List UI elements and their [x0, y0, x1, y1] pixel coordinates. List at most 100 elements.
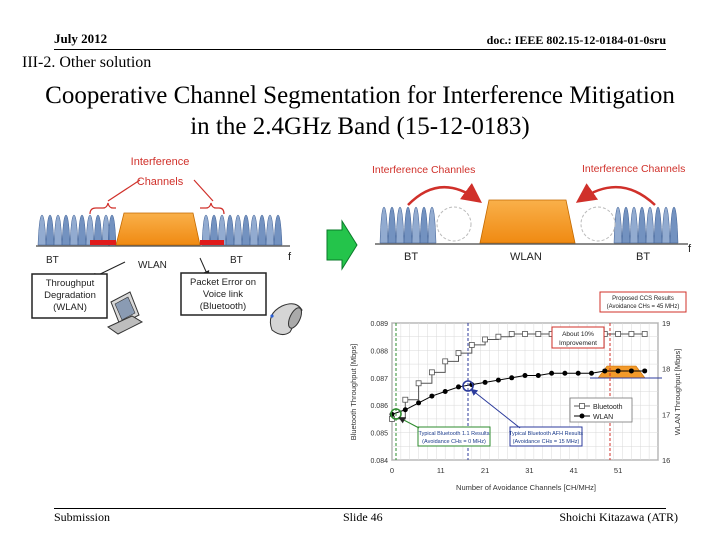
right-gap-circle-1: [436, 206, 472, 242]
chart-ylabel-right: WLAN Throughput [Mbps]: [673, 349, 682, 436]
legend-bluetooth-label: Bluetooth: [593, 404, 623, 411]
footer-slide-number: Slide 46: [343, 510, 383, 524]
right-bt-hop: [387, 206, 397, 244]
series-bluetooth-point: [468, 342, 475, 348]
legend-bluetooth-marker: [579, 403, 585, 409]
right-bt-hop: [661, 206, 671, 244]
annot-proposed-box: [599, 291, 687, 313]
chart-legend: [569, 397, 633, 423]
left-interference-label-1: Interference: [131, 156, 190, 168]
bt-packet-error-box: [180, 272, 267, 316]
right-bt-hop: [645, 206, 655, 244]
left-wlan-label: WLAN: [138, 260, 167, 271]
left-bt-hop: [61, 214, 71, 246]
chart-y-right-tick: 16: [662, 456, 670, 465]
box-bt-line-2: Voice link: [203, 289, 243, 300]
right-gap-circle-2: [580, 206, 616, 242]
series-wlan-point: [589, 370, 594, 376]
annot-proposed-1: Proposed CCS Results: [612, 296, 674, 302]
right-bt-hop: [621, 206, 631, 244]
right-bt-hop: [427, 206, 437, 244]
chart-y-right-tick: 18: [662, 365, 670, 374]
chart-x-tick: 51: [614, 466, 622, 475]
annot-proposed-2: (Avoidance CHs = 45 MHz): [607, 304, 680, 310]
series-wlan-point: [456, 384, 461, 390]
chart-x-tick: 21: [481, 466, 489, 475]
wlan-degradation-box: [31, 273, 108, 319]
left-bt-hop: [77, 214, 87, 246]
series-bluetooth-point: [482, 336, 489, 343]
chart-x-tick: 11: [437, 466, 445, 475]
box-bt-line-1: Packet Error on: [190, 277, 256, 288]
chart-y-right-tick: 19: [662, 319, 670, 328]
header-date: July 2012: [54, 31, 108, 46]
right-interference-label-right: Interference Channels: [582, 163, 685, 175]
series-wlan-point: [628, 368, 634, 374]
annot-afh-box: [509, 426, 583, 447]
left-spectrum-figure: Interference Channels BT WLAN BT f Throu…: [31, 156, 303, 336]
series-bluetooth-point: [535, 331, 542, 337]
series-bluetooth-point: [495, 333, 502, 340]
series-wlan-point: [482, 379, 488, 385]
left-callout-line-1: [107, 179, 141, 202]
right-bt-hop: [411, 206, 421, 244]
slide-title: Cooperative Channel Segmentation for Int…: [45, 82, 675, 140]
right-bt-label-right: BT: [636, 251, 650, 263]
series-bluetooth-point: [402, 396, 409, 403]
left-bt-hop: [217, 214, 227, 246]
left-bt-hop: [249, 214, 259, 246]
left-bt-hop: [265, 214, 275, 246]
series-wlan-point: [495, 377, 501, 383]
left-interference-marker-2: [200, 240, 224, 245]
left-interference-marker-1: [90, 240, 116, 245]
right-spectrum-figure: Interference Channles Interference Chann…: [372, 163, 692, 263]
series-wlan-point: [549, 370, 555, 376]
left-bt-hop: [93, 214, 103, 246]
headset-icon: [269, 303, 303, 336]
right-wlan-label: WLAN: [510, 251, 542, 263]
series-wlan-point: [602, 368, 608, 374]
left-bt-hop: [37, 214, 47, 246]
right-interference-label-left: Interference Channles: [372, 164, 475, 176]
series-wlan-point: [402, 407, 408, 413]
left-axis-end-label: f: [288, 251, 292, 263]
series-wlan-point: [509, 375, 515, 381]
right-bt-hop: [629, 206, 639, 244]
left-bt-hop: [209, 214, 219, 246]
left-bt-label-left: BT: [46, 255, 59, 266]
header-doc-id: doc.: IEEE 802.15-12-0184-01-0sru: [486, 33, 666, 47]
series-bluetooth-point: [641, 331, 648, 337]
left-bt-hop: [45, 214, 55, 246]
footer-submission: Submission: [54, 510, 111, 524]
left-bt-hop: [69, 214, 79, 246]
chart-y-right-tick: 17: [662, 410, 670, 419]
chart-x-tick: 0: [390, 466, 394, 475]
series-wlan-point: [562, 370, 568, 376]
right-wlan-band: [479, 199, 576, 244]
footer-rule: [54, 508, 666, 509]
left-bt-hops: [37, 214, 283, 246]
right-bt-hop: [395, 206, 405, 244]
chart-x-tick: 31: [525, 466, 533, 475]
left-brace-2: [200, 202, 225, 215]
left-callout-line-2: [193, 179, 214, 202]
annot-bt11-2: (Avoidance CHs = 0 MHz): [422, 439, 486, 445]
annot-bt11-1: Typical Bluetooth 1.1 Results: [419, 431, 490, 437]
legend-wlan-label: WLAN: [593, 414, 613, 421]
left-bt-hop: [225, 214, 235, 246]
series-bluetooth-point: [615, 331, 621, 337]
left-wlan-band: [115, 212, 201, 246]
annot-afh-2: (Avoidance CHs = 15 MHz): [513, 439, 580, 445]
chart-y-left-tick: 0.089: [370, 321, 388, 328]
box-wlan-line-1: Throughput: [46, 278, 95, 289]
series-wlan-point: [642, 368, 648, 374]
right-bt-hop: [419, 206, 429, 244]
series-wlan-point: [535, 373, 541, 379]
chart-y-left-tick: 0.087: [370, 376, 388, 383]
chart-y-left-tick: 0.085: [370, 431, 388, 438]
footer-author: Shoichi Kitazawa (ATR): [559, 510, 678, 524]
right-bt-hop: [403, 206, 413, 244]
